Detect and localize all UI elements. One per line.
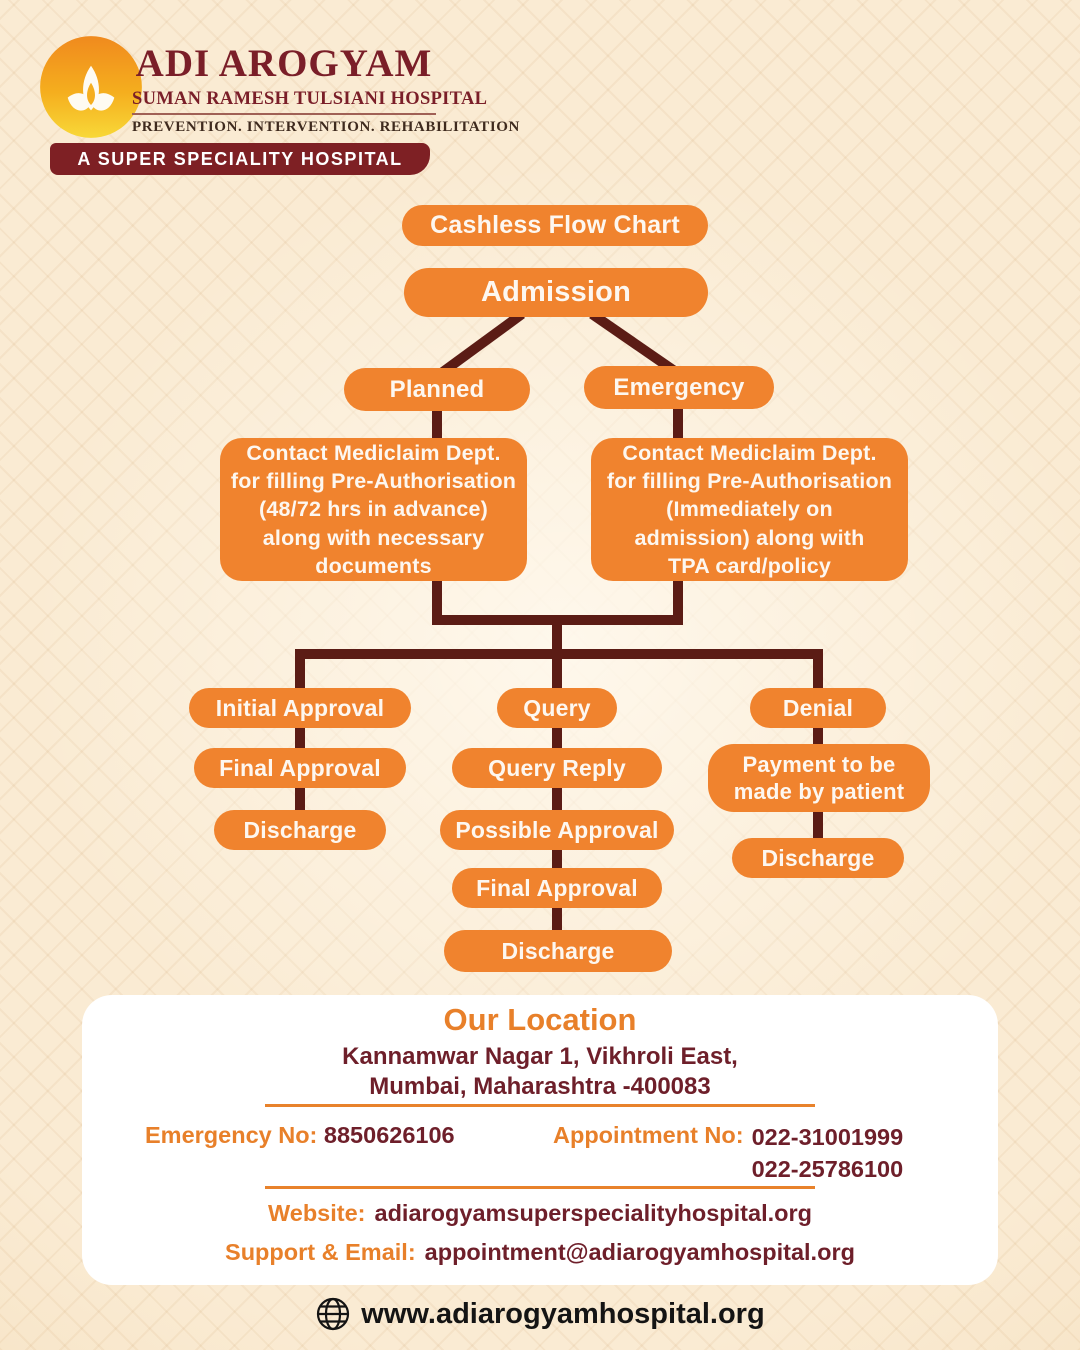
contact-card — [82, 995, 998, 1285]
appointment-number-1: 022-31001999 — [751, 1124, 904, 1150]
payment-line: Payment to be — [742, 751, 896, 777]
node-discharge-left: Discharge — [214, 810, 386, 850]
sun-lotus-logo-icon — [40, 36, 142, 138]
website-label: Website: — [268, 1200, 366, 1226]
appointment-contact: Appointment No: 022-31001999 022-2578610… — [553, 1122, 903, 1185]
node-denial: Denial — [750, 688, 886, 728]
support-email-value: appointment@adiarogyamhospital.org — [424, 1239, 855, 1265]
support-email-row: Support & Email: appointment@adiarogyamh… — [0, 1239, 1080, 1266]
payment-line: made by patient — [733, 779, 905, 804]
planned-detail-line: Contact Mediclaim Dept. — [246, 440, 501, 465]
node-emergency-detail: Contact Mediclaim Dept. for filling Pre-… — [591, 438, 908, 581]
address-line-1: Kannamwar Nagar 1, Vikhroli East, — [342, 1043, 738, 1070]
website-value: adiarogyamsuperspecialityhospital.org — [374, 1200, 813, 1226]
footer-url: www.adiarogyamhospital.org — [361, 1297, 765, 1330]
globe-icon — [317, 1297, 350, 1331]
planned-detail-line: for filling Pre-Authorisation — [230, 468, 517, 493]
emergency-number: 8850626106 — [323, 1122, 455, 1148]
flowchart-title: Cashless Flow Chart — [402, 205, 708, 246]
planned-detail-line: along with necessary — [262, 525, 485, 550]
node-final-approval-left: Final Approval — [194, 748, 406, 788]
node-payment-by-patient: Payment to be made by patient — [708, 744, 930, 812]
location-heading: Our Location — [443, 1002, 637, 1037]
node-final-approval-center: Final Approval — [452, 868, 662, 908]
support-email-label: Support & Email: — [225, 1239, 416, 1265]
planned-detail-line: (48/72 hrs in advance) — [258, 497, 489, 522]
brand-block: ADI AROGYAM SUMAN RAMESH TULSIANI HOSPIT… — [132, 42, 520, 136]
brand-name: ADI AROGYAM — [135, 42, 433, 85]
node-emergency: Emergency — [584, 366, 774, 409]
emergency-detail-line: admission) along with — [634, 525, 865, 550]
brand-subtitle: SUMAN RAMESH TULSIANI HOSPITAL — [132, 89, 487, 115]
planned-detail-line: documents — [315, 554, 432, 579]
node-admission: Admission — [404, 268, 708, 317]
website-row: Website: adiarogyamsuperspecialityhospit… — [0, 1200, 1080, 1227]
node-query: Query — [497, 688, 617, 728]
node-query-reply: Query Reply — [452, 748, 662, 788]
speciality-banner: A SUPER SPECIALITY HOSPITAL — [50, 143, 430, 175]
emergency-detail-line: Contact Mediclaim Dept. — [622, 440, 877, 465]
node-discharge-center: Discharge — [444, 930, 672, 972]
divider-bottom — [265, 1186, 815, 1189]
emergency-label: Emergency No: — [145, 1122, 318, 1148]
node-initial-approval: Initial Approval — [189, 688, 411, 728]
node-possible-approval: Possible Approval — [440, 810, 674, 850]
node-discharge-right: Discharge — [732, 838, 904, 878]
appointment-label: Appointment No: — [553, 1122, 744, 1148]
emergency-detail-line: TPA card/policy — [667, 554, 832, 579]
emergency-detail-line: (Immediately on — [666, 497, 833, 522]
emergency-contact: Emergency No: 8850626106 — [145, 1122, 455, 1149]
appointment-number-2: 022-25786100 — [751, 1155, 904, 1182]
footer: www.adiarogyamhospital.org — [0, 1296, 1080, 1332]
divider-top — [265, 1104, 815, 1107]
brand-tagline: PREVENTION. INTERVENTION. REHABILITATION — [132, 118, 520, 135]
address-line-2: Mumbai, Maharashtra -400083 — [369, 1073, 711, 1100]
emergency-detail-line: for filling Pre-Authorisation — [606, 468, 893, 493]
node-planned-detail: Contact Mediclaim Dept. for filling Pre-… — [220, 438, 527, 581]
node-planned: Planned — [344, 368, 530, 411]
